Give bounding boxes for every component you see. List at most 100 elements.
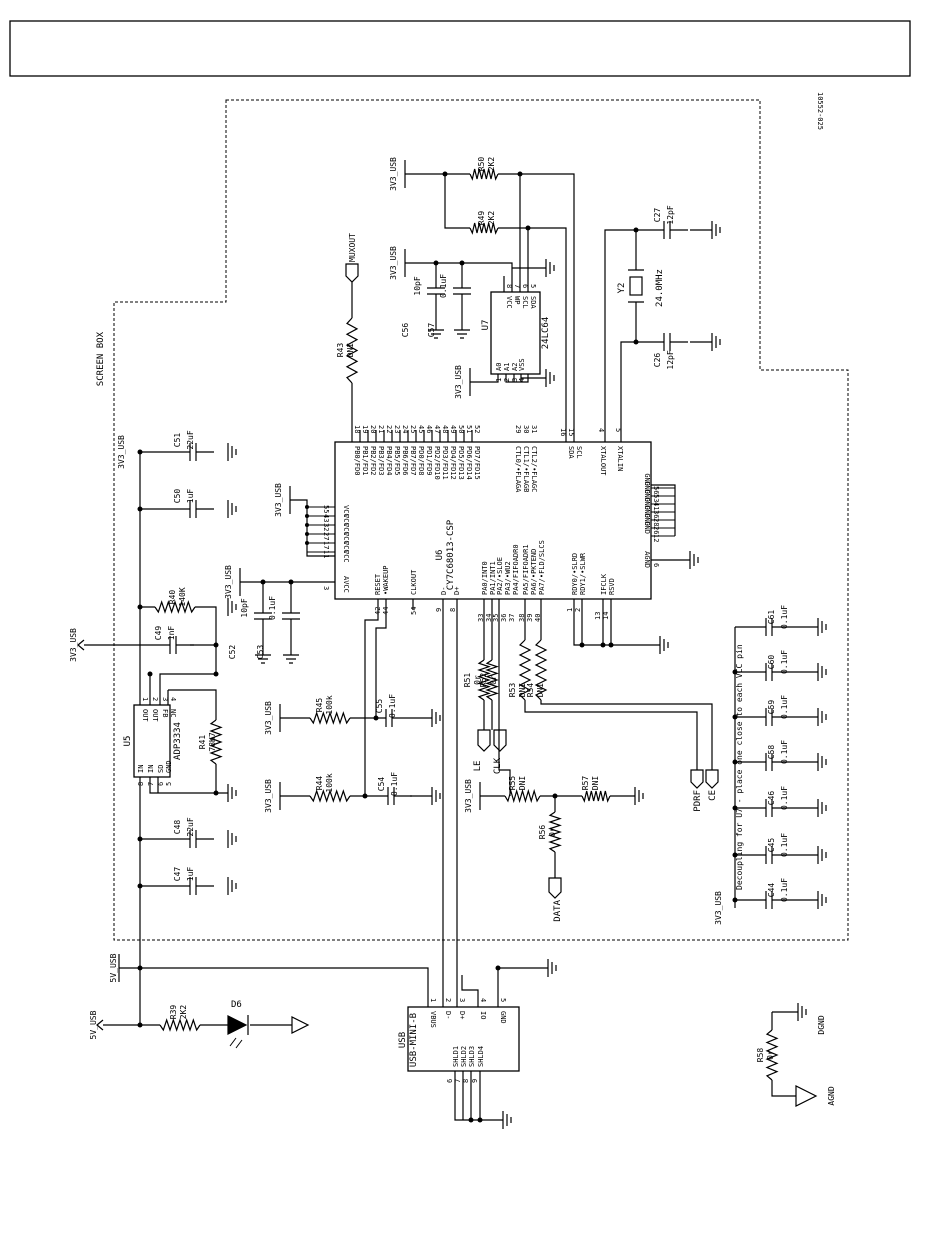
ground-symbol bbox=[545, 259, 555, 277]
capacitor-ref: C58 bbox=[767, 745, 776, 760]
u5-pin-number: 2 bbox=[151, 697, 159, 701]
u6-pin-label: PD6/FD14 bbox=[465, 446, 473, 480]
usb-pin-number: 5 bbox=[499, 998, 507, 1002]
resistor-ref: R40 bbox=[168, 590, 177, 605]
ground-symbol bbox=[431, 709, 441, 727]
u6-pin-number: 18 bbox=[353, 425, 361, 433]
u6-pin-number: 37 bbox=[508, 614, 516, 622]
u7-pin-label: WP bbox=[513, 296, 521, 304]
usb-pin-number: 2 bbox=[444, 998, 452, 1002]
u6-pin-number: 38 bbox=[518, 614, 526, 622]
crystal-y2: Y2 24.0MHz bbox=[617, 269, 665, 307]
u6-pin-number: 43 bbox=[322, 514, 330, 522]
u6-pin-label: PD2/FD10 bbox=[433, 446, 441, 480]
resistor-zigzag bbox=[154, 600, 196, 614]
resistor-zigzag bbox=[534, 639, 548, 701]
u6-pin-label: PA0/INT0 bbox=[481, 561, 489, 595]
resistor-zigzag bbox=[548, 811, 562, 853]
u6-pin-number: 3 bbox=[322, 586, 330, 590]
u6-pin-label: GND bbox=[643, 481, 651, 494]
resistor-zigzag bbox=[504, 788, 541, 804]
u6-pin-label: PA6/•PKTEND bbox=[530, 549, 538, 595]
u6-pin-number: 56 bbox=[652, 486, 660, 494]
u6-part: CY7C68013-CSP bbox=[446, 519, 456, 590]
ground-symbol bbox=[817, 618, 827, 636]
ground-symbol bbox=[545, 369, 555, 387]
net-pdrf: PDRF bbox=[690, 769, 704, 812]
usb-ref: USB bbox=[398, 1032, 408, 1048]
u6-pin-label: XTALOUT bbox=[599, 446, 607, 476]
ground-symbol bbox=[227, 877, 237, 895]
power-rail-3v3: 3V3_USB bbox=[714, 891, 723, 925]
u6-pin-label: GND bbox=[643, 497, 651, 510]
u6-pin-number: 39 bbox=[526, 614, 534, 622]
rail-label: 3V3_USB bbox=[264, 701, 273, 735]
u6-pin-label: IFCLK bbox=[600, 573, 608, 595]
resistor-ref: R50 bbox=[477, 157, 486, 172]
u6-pin-number: 24 bbox=[401, 425, 409, 433]
title-block bbox=[9, 20, 911, 77]
resistor-value: DNI bbox=[591, 776, 600, 791]
capacitor-ref: C47 bbox=[173, 867, 182, 882]
svg-text:24.0MHz: 24.0MHz bbox=[655, 269, 665, 307]
svg-text:DATA: DATA bbox=[553, 899, 563, 921]
power-rail-3v3: 3V3_USB bbox=[224, 565, 241, 599]
net-data: DATA bbox=[548, 877, 563, 922]
u7-pin-label: VCC bbox=[505, 296, 513, 309]
capacitor-ref: C49 bbox=[154, 626, 163, 641]
ground-symbol bbox=[454, 329, 470, 339]
u7-pin-label: VSS bbox=[518, 358, 526, 371]
capacitor-value: 22uF bbox=[186, 817, 195, 836]
u6-pin-number: 25 bbox=[409, 425, 417, 433]
svg-text:Y2: Y2 bbox=[617, 283, 627, 294]
u6-pin-label: PB4/FD4 bbox=[385, 446, 393, 476]
svg-text:LE: LE bbox=[473, 761, 483, 772]
u6-pin-number: 36 bbox=[652, 510, 660, 518]
u6-pin-number: 48 bbox=[441, 425, 449, 433]
resistor-value: DNI bbox=[518, 683, 527, 698]
u6-pin-number: 23 bbox=[393, 425, 401, 433]
ground-symbol bbox=[817, 753, 827, 771]
ground-symbol bbox=[502, 1111, 512, 1129]
capacitor-ref: C53 bbox=[256, 645, 265, 660]
agnd-label: AGND bbox=[827, 1086, 836, 1105]
rail-label: 3V3_USB bbox=[454, 365, 463, 399]
u7-pin-number: 3 bbox=[511, 378, 519, 382]
resistor-zigzag bbox=[309, 711, 351, 725]
resistor-value: 2K2 bbox=[487, 157, 496, 172]
u6-pin-label: SDA bbox=[567, 446, 575, 459]
usb-pin-label: SHLD4 bbox=[477, 1046, 485, 1067]
resistor-zigzag bbox=[765, 1029, 779, 1081]
u6-pin-number: 33 bbox=[477, 614, 485, 622]
resistor-zigzag bbox=[477, 659, 491, 701]
u6-pin-label: RDY1/•SLWR bbox=[579, 552, 587, 595]
u6-pin-number: 8 bbox=[449, 608, 457, 612]
u6-pin-number: 47 bbox=[433, 425, 441, 433]
u7-pin-label: SCL bbox=[521, 296, 529, 309]
resistor-ref: R58 bbox=[756, 1048, 765, 1063]
usb-pin-number: 4 bbox=[479, 998, 487, 1002]
ground-symbol bbox=[817, 708, 827, 726]
capacitor-ref: C60 bbox=[767, 655, 776, 670]
u6-pin-number: 50 bbox=[457, 425, 465, 433]
resistor-ref: R41 bbox=[198, 735, 207, 750]
rail-label: 3V3_USB bbox=[464, 779, 473, 813]
u6-pin-label: GND bbox=[643, 489, 651, 502]
u6-pin-label: VCC bbox=[342, 532, 350, 545]
u6-pin-label: PD3/FD11 bbox=[441, 446, 449, 480]
u6-pin-number: 29 bbox=[514, 425, 522, 433]
cap-plates bbox=[663, 333, 671, 351]
resistor-ref: R39 bbox=[169, 1005, 178, 1020]
screen-box-outline bbox=[113, 99, 849, 941]
u5-pin-label: NC bbox=[169, 709, 177, 717]
